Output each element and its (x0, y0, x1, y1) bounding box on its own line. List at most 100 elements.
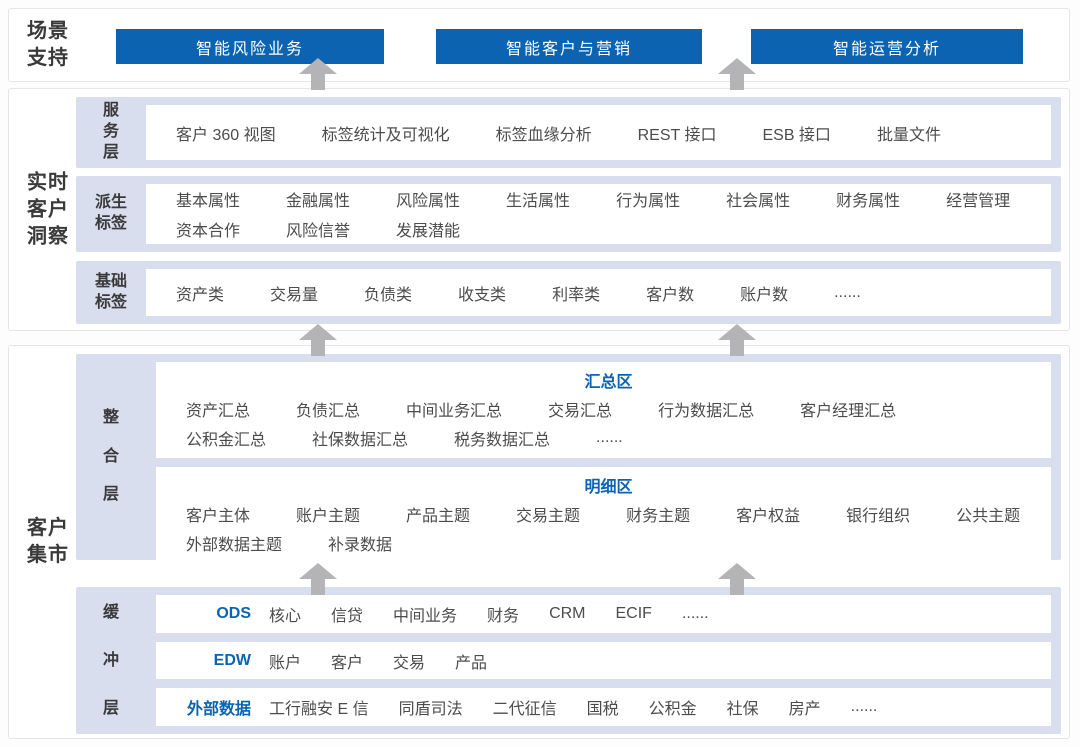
external-data-items: 工行融安 E 信同盾司法二代征信国税公积金社保房产...... (269, 695, 877, 719)
arrow-stem (311, 74, 325, 90)
summary-zone: 汇总区 资产汇总负债汇总中间业务汇总交易汇总行为数据汇总客户经理汇总 公积金汇总… (156, 362, 1051, 458)
up-arrow (299, 563, 337, 595)
item-label: 公共主题 (956, 508, 1021, 525)
item-label: 生活属性 (506, 193, 571, 210)
item-label: ...... (596, 429, 623, 446)
item-label: 账户数 (740, 286, 789, 304)
item-label: 风险属性 (396, 193, 461, 210)
item-label: 标签血缘分析 (495, 126, 592, 144)
up-arrow (718, 58, 756, 90)
scenario-support-section: 场景 支持 智能风险业务 智能客户与营销 智能运营分析 (8, 8, 1070, 82)
integration-layer-content: 汇总区 资产汇总负债汇总中间业务汇总交易汇总行为数据汇总客户经理汇总 公积金汇总… (156, 362, 1051, 563)
item-label: 交易主题 (516, 508, 581, 525)
basic-tags-row: 基础 标签 资产类交易量负债类收支类利率类客户数账户数...... (76, 261, 1061, 324)
item-label: 交易汇总 (548, 403, 613, 420)
item-label: REST 接口 (637, 126, 717, 144)
derived-tags-row: 派生 标签 基本属性金融属性风险属性生活属性行为属性社会属性财务属性经营管理 资… (76, 176, 1061, 252)
item-label: 房产 (788, 701, 821, 719)
up-arrow (718, 324, 756, 356)
up-arrow (299, 58, 337, 90)
service-layer-row: 服 务 层 客户 360 视图 标签统计及可视化 标签血缘分析 REST 接口 ESB … (76, 97, 1061, 168)
customer-mart-section: 客户 集市 整 合 层 汇总区 资产汇总负债汇总中间业务汇总交易汇总行为数据汇总… (8, 345, 1070, 739)
item-label: 标签统计及可视化 (321, 126, 450, 144)
integration-layer-block: 整 合 层 汇总区 资产汇总负债汇总中间业务汇总交易汇总行为数据汇总客户经理汇总… (76, 354, 1061, 563)
item-label: 同盾司法 (398, 701, 463, 719)
button-smart-risk-business: 智能风险业务 (116, 29, 384, 64)
item-line: 资产汇总负债汇总中间业务汇总交易汇总行为数据汇总客户经理汇总 (186, 397, 1031, 421)
item-label: 账户 (269, 654, 302, 672)
item-line: 客户主体账户主题产品主题交易主题财务主题客户权益银行组织公共主题 (186, 502, 1031, 526)
external-data-row: 外部数据 工行融安 E 信同盾司法二代征信国税公积金社保房产...... (156, 688, 1051, 727)
item-label: 负债汇总 (296, 403, 361, 420)
item-label: 核心 (269, 607, 302, 625)
detail-zone: 明细区 客户主体账户主题产品主题交易主题财务主题客户权益银行组织公共主题 外部数… (156, 467, 1051, 563)
customer-mart-label: 客户 集市 (27, 517, 69, 566)
arrow-stem (730, 74, 744, 90)
basic-tags-label: 基础 标签 (94, 272, 127, 311)
item-label: 产品主题 (406, 508, 471, 525)
arrow-stem (311, 579, 325, 595)
item-label: 财务 (487, 607, 520, 625)
item-label: 发展潜能 (396, 223, 461, 240)
button-smart-operation-analysis: 智能运营分析 (751, 29, 1023, 64)
item-label: 客户 360 视图 (176, 126, 276, 144)
item-label: 交易量 (270, 286, 319, 304)
item-label: ESB 接口 (762, 126, 831, 144)
item-label: 收支类 (458, 286, 507, 304)
item-label: 交易 (393, 654, 426, 672)
item-label: 公积金 (648, 701, 697, 719)
item-line: 外部数据主题补录数据 (186, 531, 1031, 555)
edw-row: EDW 账户客户交易产品 (156, 641, 1051, 680)
item-label: 金融属性 (286, 193, 351, 210)
service-layer-label: 服 务 层 (102, 102, 119, 161)
item-label: 客户数 (646, 286, 695, 304)
arrow-head (299, 58, 337, 74)
item-label: 风险信誉 (286, 223, 351, 240)
edw-items: 账户客户交易产品 (269, 649, 487, 673)
item-label: 经营管理 (946, 193, 1011, 210)
arrow-stem (730, 579, 744, 595)
item-line: 资产类交易量负债类收支类利率类客户数账户数...... (176, 281, 1037, 305)
arrow-stem (311, 340, 325, 356)
buffer-layer-label: 缓 冲 层 (102, 603, 119, 717)
item-label: 二代征信 (492, 701, 557, 719)
item-line: 资本合作 风险信誉 发展潜能 (176, 217, 1037, 241)
arrow-head (718, 58, 756, 74)
item-label: 资本合作 (176, 223, 241, 240)
item-label: 基本属性 (176, 193, 241, 210)
item-label: 中间业务 (393, 607, 458, 625)
basic-tags-items: 资产类交易量负债类收支类利率类客户数账户数...... (146, 269, 1051, 316)
item-label: 信贷 (331, 607, 364, 625)
item-label: 资产类 (176, 286, 225, 304)
derived-tags-label: 派生 标签 (94, 194, 127, 232)
edw-title: EDW (213, 651, 251, 669)
item-label: 产品 (455, 654, 488, 672)
item-label: 银行组织 (846, 508, 911, 525)
up-arrow (299, 324, 337, 356)
button-smart-customer-marketing: 智能客户与营销 (436, 29, 702, 64)
item-label: 税务数据汇总 (454, 432, 551, 449)
item-label: ...... (850, 698, 878, 716)
item-label: 负债类 (364, 286, 413, 304)
item-label: 财务主题 (626, 508, 691, 525)
summary-zone-title: 汇总区 (584, 374, 633, 391)
item-label: 利率类 (552, 286, 601, 304)
scenario-support-label: 场景 支持 (27, 20, 69, 69)
item-label: 财务属性 (836, 193, 901, 210)
integration-layer-label: 整 合 层 (102, 409, 119, 504)
arrow-head (718, 324, 756, 340)
item-label: 补录数据 (328, 537, 393, 554)
item-label: 资产汇总 (186, 403, 251, 420)
arrow-head (299, 563, 337, 579)
item-line: 基本属性金融属性风险属性生活属性行为属性社会属性财务属性经营管理 (176, 187, 1037, 211)
item-label: 公积金汇总 (186, 432, 267, 449)
item-label: ...... (681, 604, 709, 622)
